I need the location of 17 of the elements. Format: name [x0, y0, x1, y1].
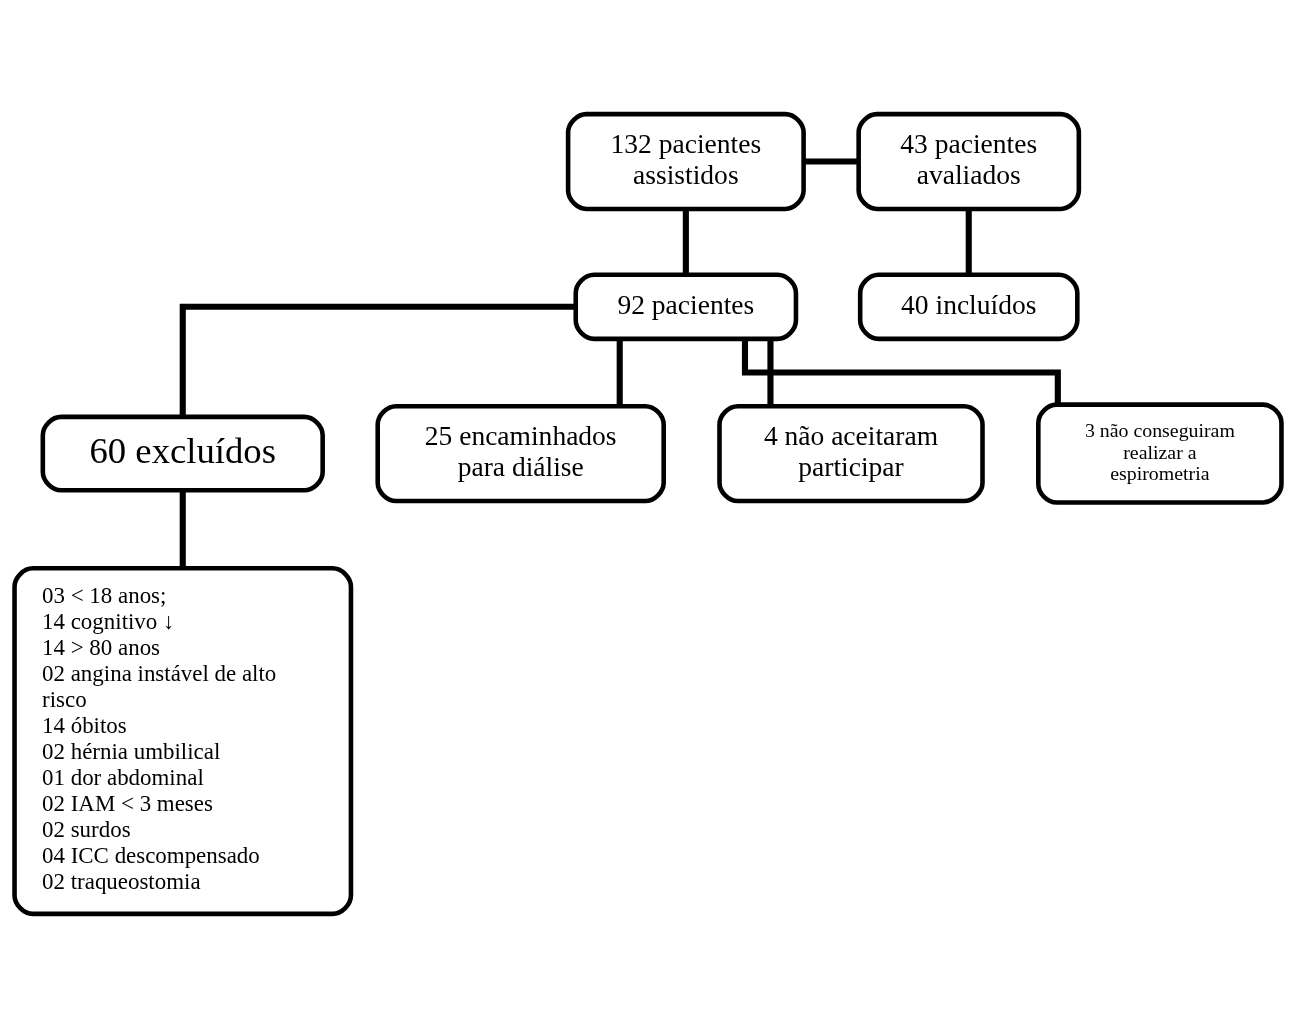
connector: [616, 338, 623, 406]
connector: [179, 490, 186, 568]
node-box: 3 não conseguiram realizar a espirometria: [1036, 401, 1284, 505]
connector: [741, 338, 1061, 405]
node-box: 92 pacientes: [573, 271, 799, 341]
connector: [803, 157, 859, 165]
node-box: 43 pacientes avaliados: [856, 111, 1082, 211]
node-box: 132 pacientes assistidos: [565, 111, 806, 211]
connector: [179, 303, 576, 417]
node-box: 40 incluídos: [857, 271, 1080, 341]
node-box: 4 não aceitaram participar: [717, 403, 985, 503]
connector: [965, 208, 972, 274]
node-box: 60 excluídos: [40, 414, 325, 493]
node-box: 25 encaminhados para diálise: [375, 403, 666, 503]
connector: [682, 208, 689, 274]
node-box: 03 < 18 anos; 14 cognitivo ↓ 14 > 80 anos 02 angina instável de alto risco 14 óbitos 02 hérnia umbilical 01 dor abdominal 02 IAM < 3 meses 02 surdos 04 ICC descompensado 02 traqueostomia: [12, 565, 354, 916]
connector: [767, 338, 774, 406]
